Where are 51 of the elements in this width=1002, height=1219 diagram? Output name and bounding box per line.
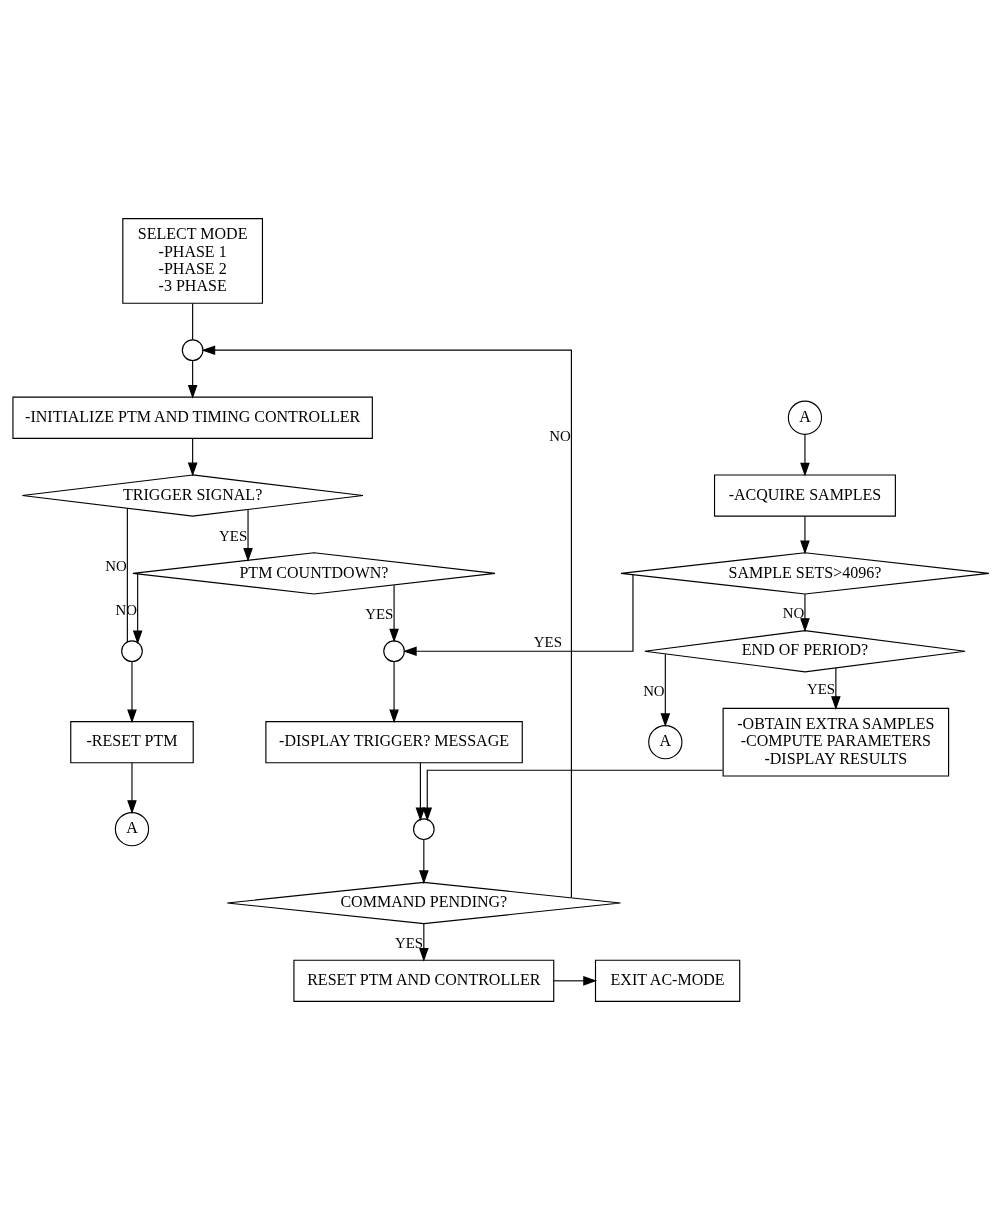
node-diamond: END OF PERIOD? (644, 629, 966, 672)
node-box: -OBTAIN EXTRA SAMPLES -COMPUTE PARAMETERS -DISPLAY RESULTS (722, 707, 950, 777)
edge-label: YES (394, 934, 423, 951)
node-box: SELECT MODE -PHASE 1 -PHASE 2 -3 PHASE (122, 217, 264, 304)
connector (126, 507, 128, 643)
edge-label: YES (219, 527, 248, 544)
arrow (127, 761, 137, 814)
edge-label: NO (549, 427, 571, 444)
node-circle: A (787, 400, 823, 435)
arrow (422, 769, 724, 821)
edge-label: YES (533, 633, 562, 650)
arrow (402, 573, 634, 656)
arrow (127, 660, 137, 723)
arrow (201, 344, 572, 898)
node-circle: A (114, 811, 150, 846)
arrow (389, 584, 399, 642)
arrow (660, 653, 671, 727)
arrow (419, 838, 429, 884)
edge-label: YES (806, 680, 836, 697)
node-circle (121, 639, 143, 662)
node-box: -RESET PTM (70, 720, 194, 763)
arrow (187, 437, 198, 476)
arrow (389, 660, 399, 723)
arrow (132, 573, 143, 644)
edge-label: NO (782, 604, 805, 621)
arrow (419, 922, 429, 962)
connector (192, 302, 194, 340)
node-diamond: SAMPLE SETS>4096? (620, 551, 990, 595)
node-diamond: PTM COUNTDOWN? (132, 551, 496, 595)
edge-label: NO (643, 682, 665, 699)
arrow (800, 515, 810, 554)
node-box: -DISPLAY TRIGGER? MESSAGE (265, 720, 523, 763)
node-box: -ACQUIRE SAMPLES (713, 473, 896, 517)
node-diamond: TRIGGER SIGNAL? (21, 473, 364, 517)
node-circle (412, 817, 435, 840)
arrow (243, 508, 253, 562)
arrow (553, 975, 597, 986)
arrow (800, 433, 810, 477)
arrow (415, 761, 426, 821)
node-diamond: COMMAND PENDING? (226, 881, 621, 924)
node-box: -INITIALIZE PTM AND TIMING CONTROLLER (12, 396, 373, 439)
arrow (831, 666, 841, 710)
arrow (187, 359, 198, 399)
edge-label: YES (365, 605, 394, 622)
node-circle (181, 338, 204, 361)
arrow (800, 593, 810, 632)
node-circle: A (648, 724, 683, 759)
node-box: RESET PTM AND CONTROLLER (293, 959, 555, 1002)
edge-label: NO (105, 557, 127, 574)
node-box: EXIT AC-MODE (594, 959, 741, 1002)
node-circle (383, 639, 405, 662)
